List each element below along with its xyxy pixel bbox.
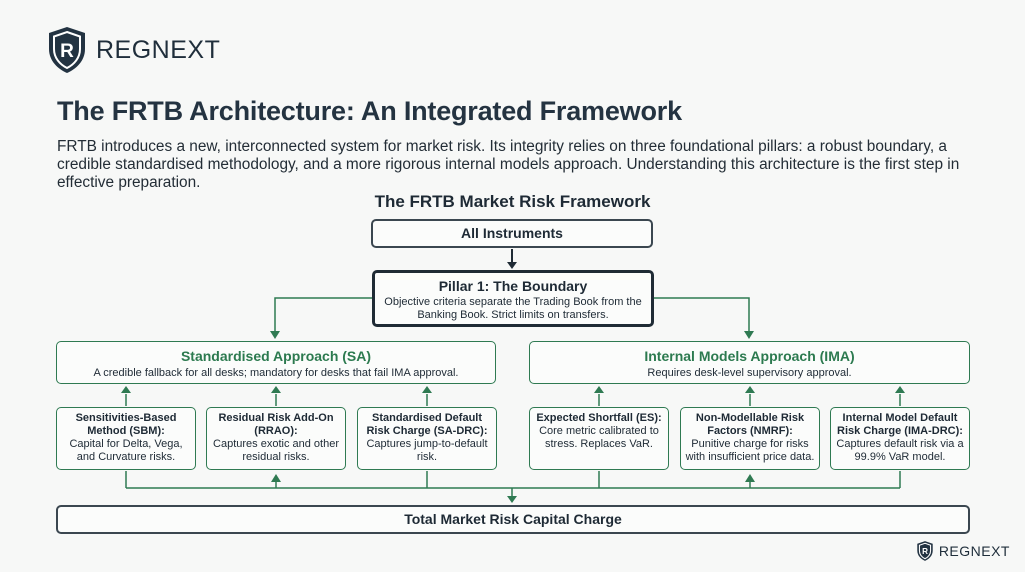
- shield-r-icon: R: [49, 27, 85, 73]
- component-sbm: Sensitivities-Based Method (SBM): Capita…: [56, 407, 196, 470]
- intro-text: FRTB introduces a new, interconnected sy…: [57, 138, 960, 191]
- component-title: Residual Risk Add-On (RRAO):: [218, 412, 334, 437]
- arrow-pillar-sa: [274, 297, 372, 332]
- all-instruments-box: All Instruments: [371, 219, 653, 248]
- footer-brand: R REGNEXT: [916, 540, 1010, 562]
- brand-logo: R REGNEXT: [46, 25, 220, 75]
- component-es: Expected Shortfall (ES): Core metric cal…: [529, 407, 669, 470]
- sa-box: Standardised Approach (SA) A credible fa…: [56, 341, 496, 384]
- page-title: The FRTB Architecture: An Integrated Fra…: [57, 96, 682, 126]
- component-ima-drc: Internal Model Default Risk Charge (IMA-…: [830, 407, 970, 470]
- total-collector-lines: [125, 471, 901, 498]
- component-up-arrows: [125, 394, 901, 406]
- total-capital-charge-box: Total Market Risk Capital Charge: [56, 505, 970, 534]
- diagram-title: The FRTB Market Risk Framework: [374, 192, 651, 211]
- pillar-boundary-box: Pillar 1: The Boundary Objective criteri…: [372, 270, 654, 327]
- sa-desc: A credible fallback for all desks; manda…: [93, 367, 459, 379]
- component-desc: Punitive charge for risks with insuffici…: [685, 438, 815, 463]
- component-desc: Captures default risk via a 99.9% VaR mo…: [836, 438, 964, 463]
- sa-title: Standardised Approach (SA): [180, 348, 372, 364]
- ima-desc: Requires desk-level supervisory approval…: [647, 367, 852, 379]
- component-desc: Captures jump-to-default risk.: [366, 438, 488, 463]
- svg-text:R: R: [60, 41, 74, 62]
- component-title: Internal Model Default Risk Charge (IMA-…: [837, 412, 963, 437]
- arrow-pillar-ima: [654, 297, 750, 332]
- ima-box: Internal Models Approach (IMA) Requires …: [529, 341, 970, 384]
- pillar-desc: Objective criteria separate the Trading …: [384, 296, 642, 321]
- component-desc: Capital for Delta, Vega, and Curvature r…: [69, 438, 183, 463]
- pillar-title: Pillar 1: The Boundary: [438, 278, 588, 294]
- component-rrao: Residual Risk Add-On (RRAO): Captures ex…: [206, 407, 346, 470]
- component-title: Standardised Default Risk Charge (SA-DRC…: [366, 412, 488, 437]
- component-title: Sensitivities-Based Method (SBM):: [75, 412, 177, 437]
- component-desc: Core metric calibrated to stress. Replac…: [539, 425, 659, 450]
- svg-text:R: R: [922, 547, 928, 556]
- brand-name: REGNEXT: [96, 35, 221, 64]
- footer-brand-name: REGNEXT: [938, 543, 1010, 559]
- component-desc: Captures exotic and other residual risks…: [213, 438, 339, 463]
- component-title: Expected Shortfall (ES):: [536, 412, 662, 424]
- component-nmrf: Non-Modellable Risk Factors (NMRF): Puni…: [680, 407, 820, 470]
- shield-r-icon: R: [917, 541, 933, 561]
- component-title: Non-Modellable Risk Factors (NMRF):: [695, 412, 805, 437]
- ima-title: Internal Models Approach (IMA): [644, 348, 855, 364]
- component-sa-drc: Standardised Default Risk Charge (SA-DRC…: [357, 407, 497, 470]
